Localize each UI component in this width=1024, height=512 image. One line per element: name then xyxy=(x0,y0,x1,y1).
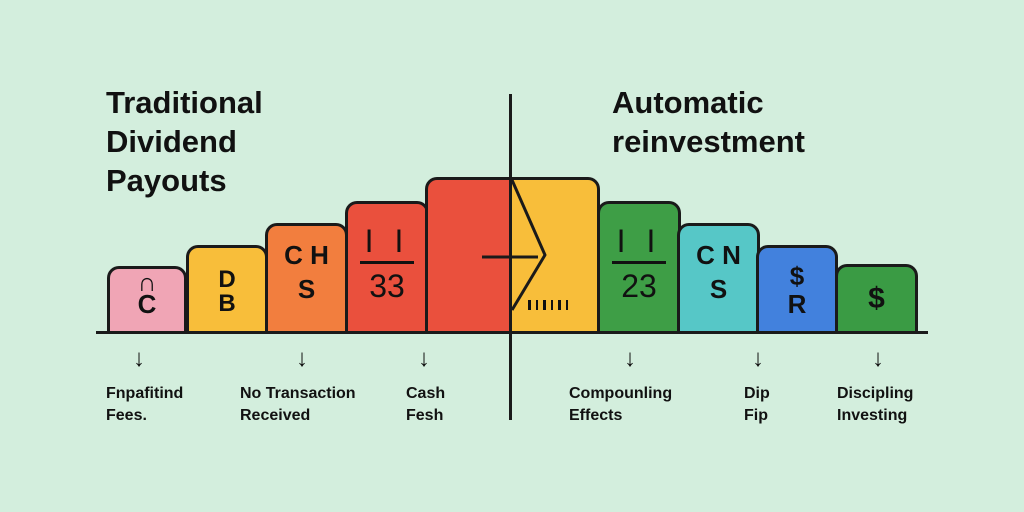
right-title: Automatic reinvestment xyxy=(612,85,805,159)
block-darkgreen: $ xyxy=(835,264,918,332)
tick-marks xyxy=(528,300,568,310)
caption-1: Fnpafitind Fees. xyxy=(106,385,184,424)
baseline xyxy=(96,331,928,334)
center-divider xyxy=(509,94,512,420)
left-title: Traditional Dividend Payouts xyxy=(106,85,263,198)
block-yellow-center xyxy=(510,177,600,332)
block-pink: ∩ C xyxy=(107,266,187,332)
down-arrow-icon: ↓ xyxy=(752,345,764,372)
down-arrow-icon: ↓ xyxy=(418,345,430,372)
caption-5: Dip Fip xyxy=(744,385,770,424)
down-arrow-icon: ↓ xyxy=(624,345,636,372)
block-green-fraction: I I 23 xyxy=(597,201,681,332)
fraction-rule xyxy=(360,261,414,264)
block-teal: C N S xyxy=(677,223,760,332)
center-arrow-icon xyxy=(482,179,547,311)
down-arrow-icon: ↓ xyxy=(872,345,884,372)
caption-4: Compounling Effects xyxy=(569,385,673,424)
block-red-center xyxy=(425,177,514,332)
caption-2: No Transaction Received xyxy=(240,385,356,424)
caption-3: Cash Fesh xyxy=(406,385,446,424)
down-arrow-icon: ↓ xyxy=(296,345,308,372)
block-red-fraction: I I 33 xyxy=(345,201,429,332)
fraction-rule xyxy=(612,261,666,264)
block-yellow-left: D B xyxy=(186,245,268,332)
down-arrow-icon: ↓ xyxy=(133,345,145,372)
block-blue: $ R xyxy=(756,245,838,332)
block-orange: C H S xyxy=(265,223,348,332)
caption-6: Discipling Investing xyxy=(837,385,914,424)
